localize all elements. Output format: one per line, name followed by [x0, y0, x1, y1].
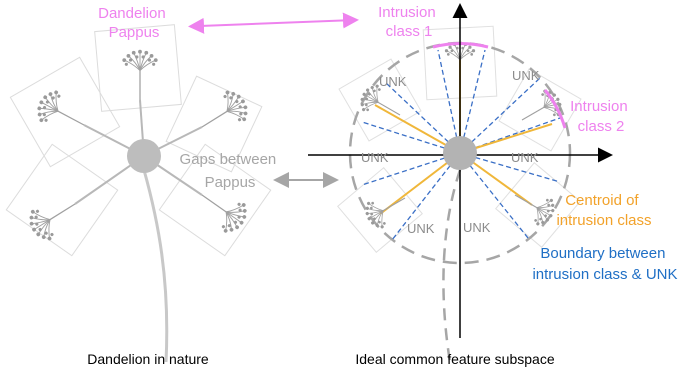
unk-label: UNK	[512, 68, 540, 83]
unk-label: UNK	[379, 74, 407, 89]
dandelion-pappus-label: Dandelion Pappus	[98, 5, 170, 41]
unk-label: UNK	[407, 221, 435, 236]
centroid-label: Centroid of intrusion class	[556, 192, 651, 229]
dandelion-illustration	[5, 24, 272, 363]
intrusion-class-1-label: Intrusion class 1	[378, 4, 440, 40]
pappus-correspondence-arrow	[188, 12, 359, 34]
unk-label: UNK	[361, 150, 389, 165]
unk-label: UNK	[463, 220, 491, 235]
caption-right: Ideal common feature subspace	[355, 351, 554, 367]
caption-left: Dandelion in nature	[87, 351, 209, 367]
unk-label: UNK	[511, 150, 539, 165]
boundary-label: Boundary between intrusion class & UNK	[532, 245, 677, 283]
gaps-between-pappus-label: Gaps between Pappus	[180, 151, 281, 191]
intrusion-class-2-label: Intrusion class 2	[570, 98, 632, 135]
feature-subspace-diagram	[308, 3, 613, 363]
